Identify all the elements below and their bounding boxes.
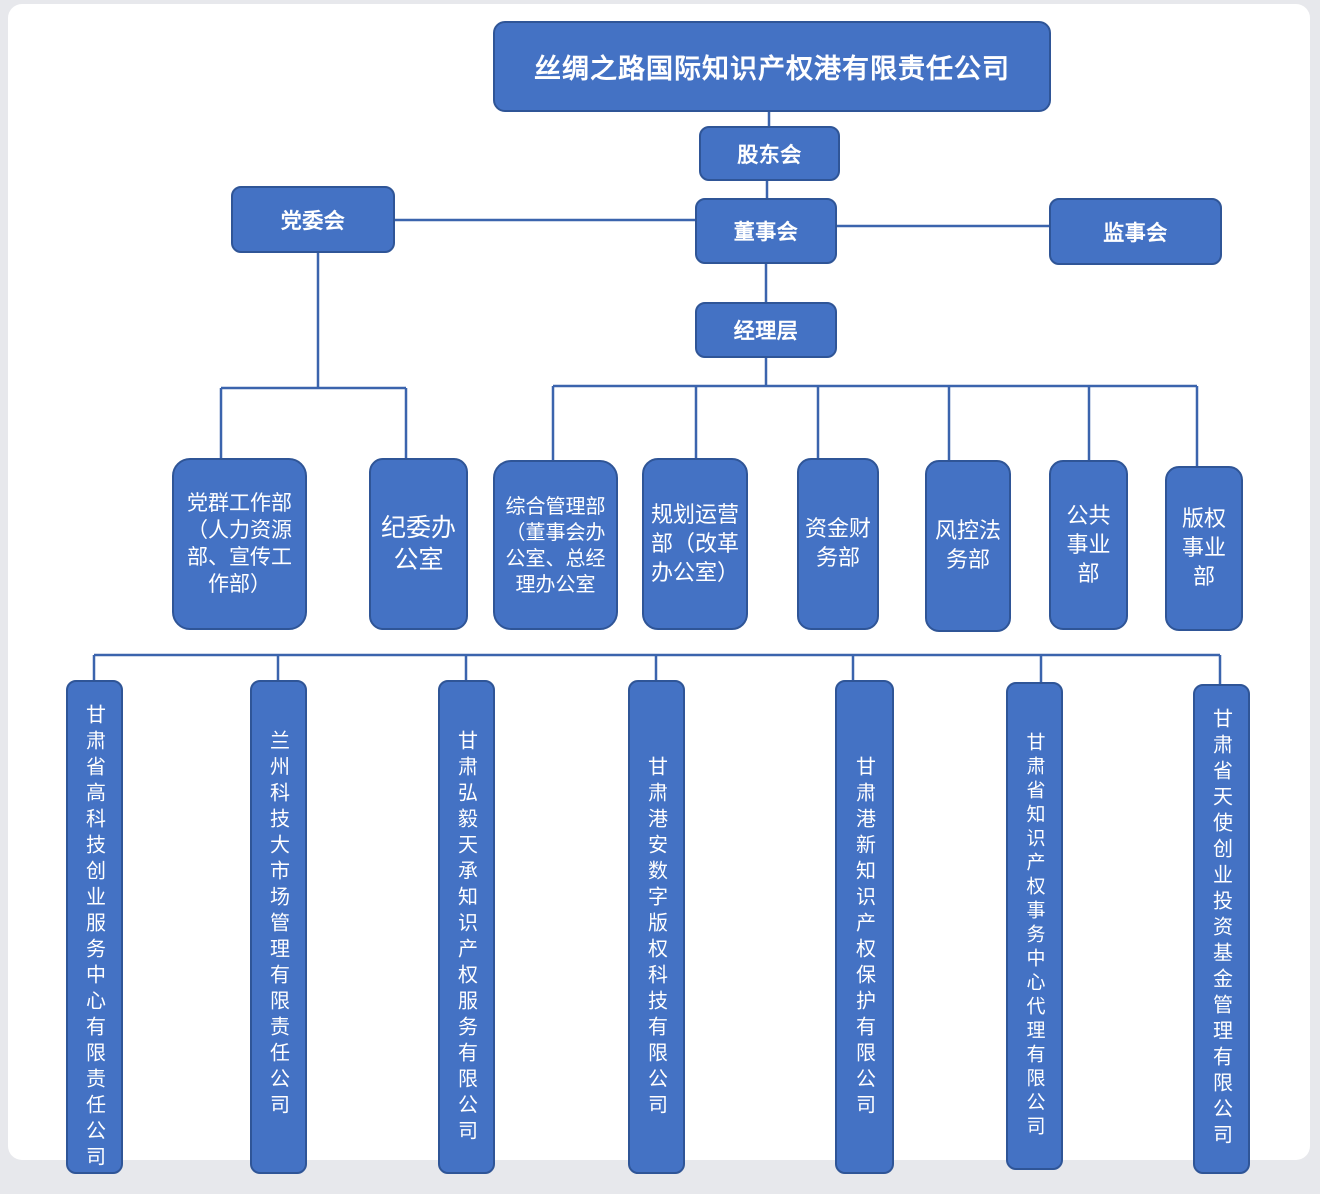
party-committee-label: 党委会	[280, 208, 346, 233]
finance-dept-node: 资金财务部	[797, 458, 879, 630]
subsidiary-label: 甘肃省高科技创业服务中心有限责任公司	[82, 704, 107, 1172]
party-dept-label: 党群工作部（人力资源部、宣传工作部）	[187, 491, 292, 596]
subsidiary-node: 甘肃港新知识产权保护有限公司	[835, 680, 894, 1174]
subsidiary-label: 兰州科技大市场管理有限责任公司	[266, 730, 291, 1120]
shareholders-label: 股东会	[737, 142, 802, 167]
party-dept-node: 党群工作部（人力资源部、宣传工作部）	[172, 458, 307, 630]
discipline-office-label: 纪委办公室	[380, 513, 456, 574]
management-node: 经理层	[695, 302, 837, 358]
risk-legal-dept-node: 风控法务部	[925, 460, 1011, 632]
public-affairs-dept-label: 公共事业部	[1066, 503, 1111, 587]
subsidiary-node: 甘肃港安数字版权科技有限公司	[628, 680, 685, 1174]
planning-dept-label: 规划运营部（改革办公室）	[650, 502, 739, 586]
finance-dept-label: 资金财务部	[805, 517, 872, 571]
supervisors-node: 监事会	[1049, 198, 1222, 265]
company-label: 丝绸之路国际知识产权港有限责任公司	[534, 54, 1010, 85]
general-admin-dept-label: 综合管理部（董事会办公室、总经理办公室	[505, 494, 606, 596]
company-node: 丝绸之路国际知识产权港有限责任公司	[493, 21, 1051, 112]
subsidiary-label: 甘肃港安数字版权科技有限公司	[644, 756, 669, 1120]
subsidiary-node: 甘肃弘毅天承知识产权服务有限公司	[438, 680, 495, 1174]
copyright-dept-label: 版权事业部	[1181, 507, 1226, 590]
subsidiary-node: 甘肃省高科技创业服务中心有限责任公司	[66, 680, 123, 1174]
subsidiary-node: 甘肃省知识产权事务中心代理有限公司	[1006, 682, 1063, 1170]
subsidiary-label: 甘肃省知识产权事务中心代理有限公司	[1023, 732, 1046, 1140]
board-node: 董事会	[695, 198, 837, 264]
subsidiary-label: 甘肃弘毅天承知识产权服务有限公司	[454, 730, 479, 1146]
public-affairs-dept-node: 公共事业部	[1049, 460, 1128, 630]
board-label: 董事会	[733, 220, 799, 244]
risk-legal-dept-label: 风控法务部	[934, 519, 1001, 573]
party-committee-node: 党委会	[231, 186, 395, 253]
subsidiary-node: 甘肃省天使创业投资基金管理有限公司	[1193, 684, 1250, 1174]
subsidiary-label: 甘肃省天使创业投资基金管理有限公司	[1209, 708, 1234, 1150]
subsidiary-node: 兰州科技大市场管理有限责任公司	[250, 680, 307, 1174]
subsidiary-label: 甘肃港新知识产权保护有限公司	[852, 756, 877, 1120]
planning-dept-node: 规划运营部（改革办公室）	[642, 458, 748, 630]
discipline-office-node: 纪委办公室	[369, 458, 468, 630]
general-admin-dept-node: 综合管理部（董事会办公室、总经理办公室	[493, 460, 618, 630]
shareholders-node: 股东会	[699, 126, 840, 181]
management-label: 经理层	[733, 319, 799, 343]
copyright-dept-node: 版权事业部	[1165, 466, 1243, 631]
supervisors-label: 监事会	[1103, 220, 1168, 245]
